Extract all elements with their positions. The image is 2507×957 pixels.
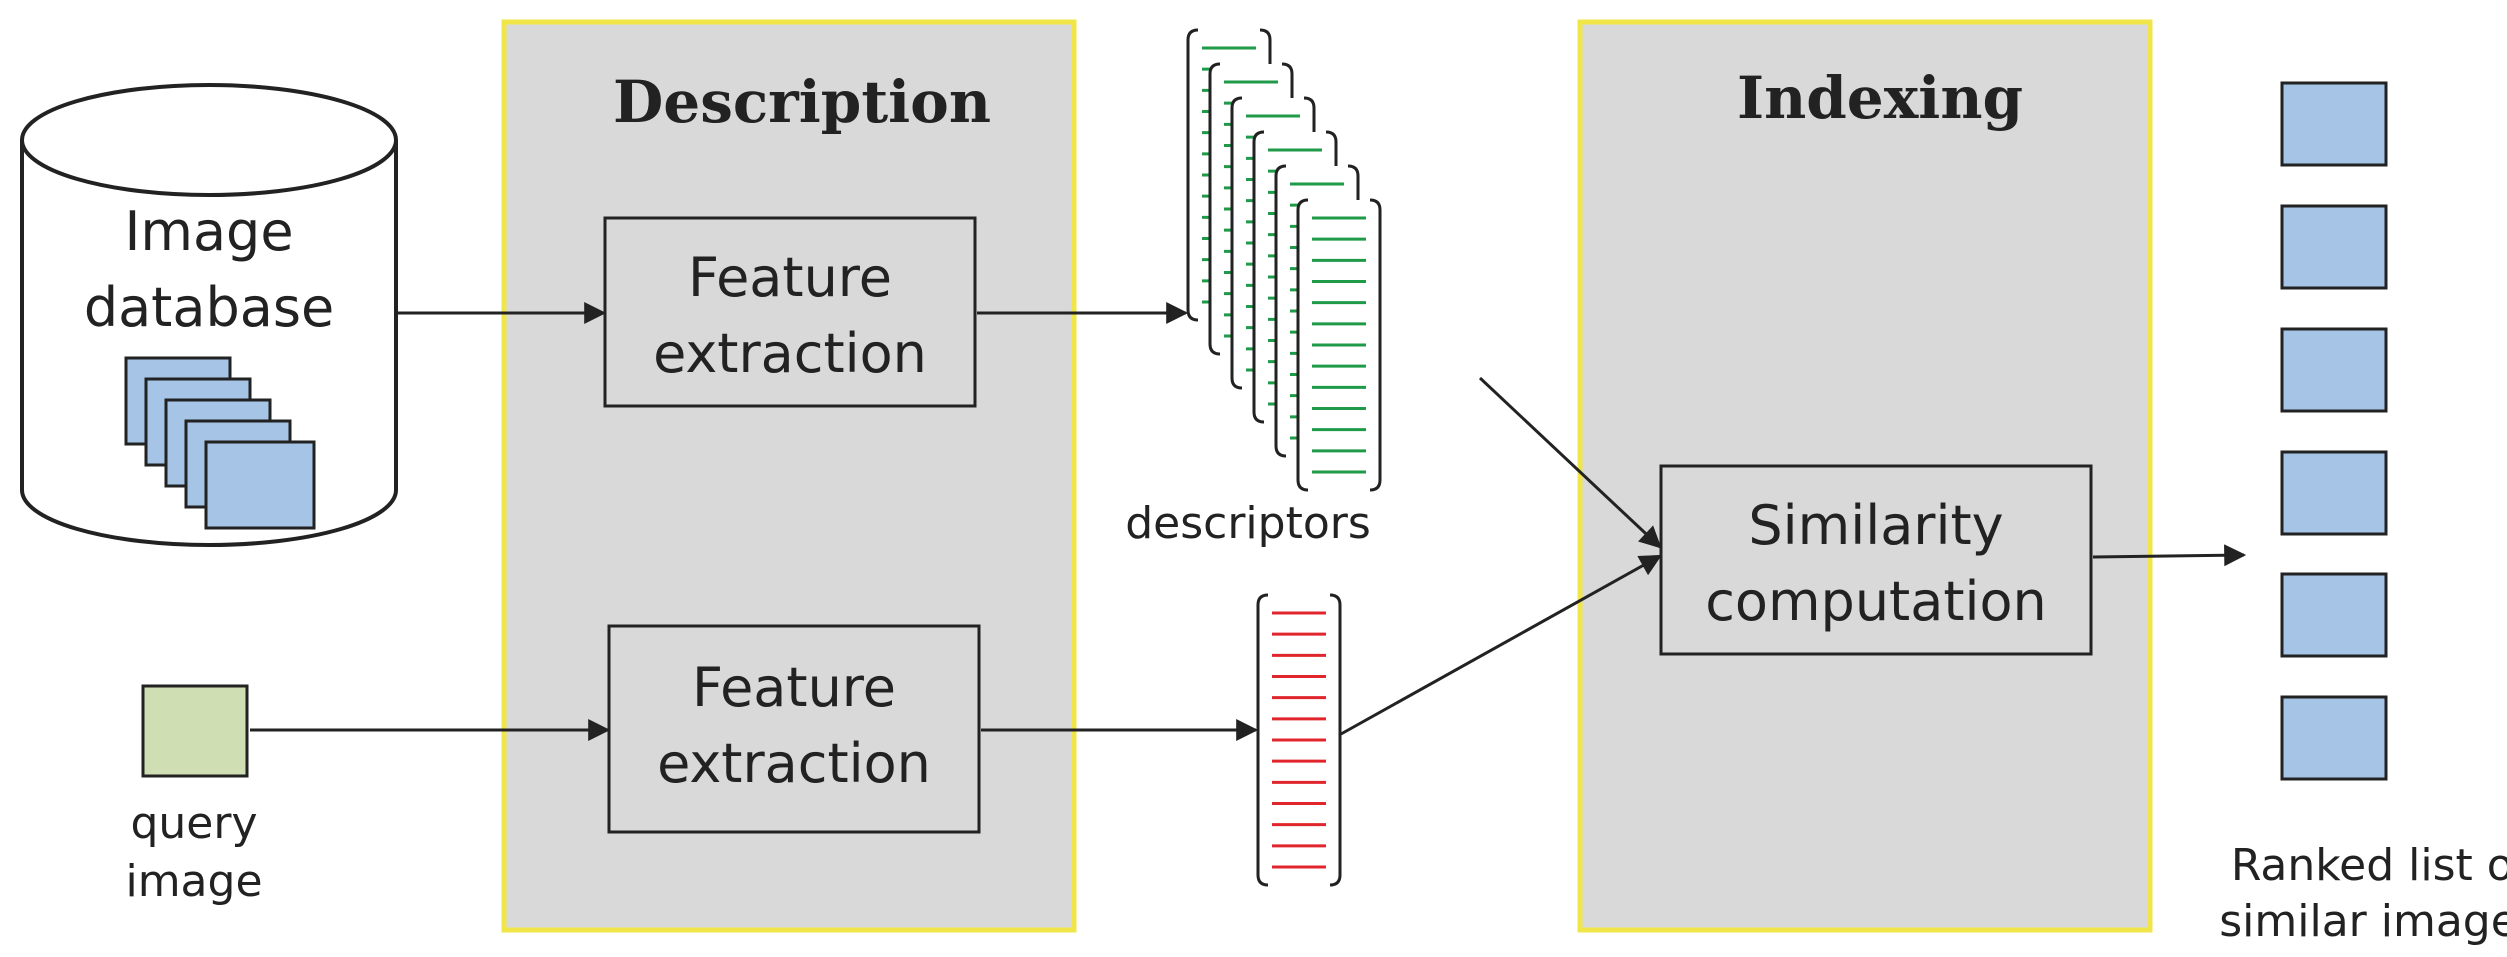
ranked-image-list xyxy=(2280,81,2388,781)
query-image-thumbnail xyxy=(141,684,249,778)
feature-extraction-top-box: Feature extraction xyxy=(603,216,977,408)
query-label-line1: query xyxy=(130,798,257,849)
database-label-line1: Image xyxy=(124,200,293,263)
feature-extraction-bottom-line2: extraction xyxy=(657,732,931,795)
descriptors-label: descriptors xyxy=(1125,498,1371,549)
database-label-line2: database xyxy=(84,276,334,339)
ranked-image-6 xyxy=(2280,695,2388,781)
description-panel-title: Description xyxy=(613,68,991,136)
database-cylinder-icon: Image database xyxy=(20,83,398,547)
feature-extraction-bottom-line1: Feature xyxy=(692,656,896,719)
query-descriptor-bracket xyxy=(1256,593,1342,887)
ranked-image-3 xyxy=(2280,327,2388,413)
ranked-image-1 xyxy=(2280,81,2388,167)
query-descriptor-vector xyxy=(1256,593,1342,887)
similarity-computation-box: Similarity computation xyxy=(1659,464,2093,656)
indexing-panel-title: Indexing xyxy=(1737,64,2023,132)
ranked-image-5 xyxy=(2280,572,2388,658)
feature-extraction-top-line1: Feature xyxy=(688,246,892,309)
arrow-similarity-to-ranked-list xyxy=(2092,544,2247,567)
similarity-line2: computation xyxy=(1705,570,2047,633)
query-label-line2: image xyxy=(125,856,262,907)
image-stack-icon xyxy=(124,356,316,530)
ranked-image-4 xyxy=(2280,450,2388,536)
ranked-label-line2: similar images xyxy=(2219,896,2507,947)
descriptor-stack xyxy=(1186,28,1382,492)
similarity-line1: Similarity xyxy=(1748,494,2003,557)
feature-extraction-top-line2: extraction xyxy=(653,322,927,385)
ranked-image-2 xyxy=(2280,204,2388,290)
arrow-descriptors-to-similarity xyxy=(1478,376,1662,549)
arrow-query-descriptor-to-similarity xyxy=(1340,554,1662,736)
ranked-label-line1: Ranked list of xyxy=(2231,840,2507,891)
feature-extraction-bottom-box: Feature extraction xyxy=(607,624,981,834)
descriptor-vector-6 xyxy=(1296,198,1382,492)
